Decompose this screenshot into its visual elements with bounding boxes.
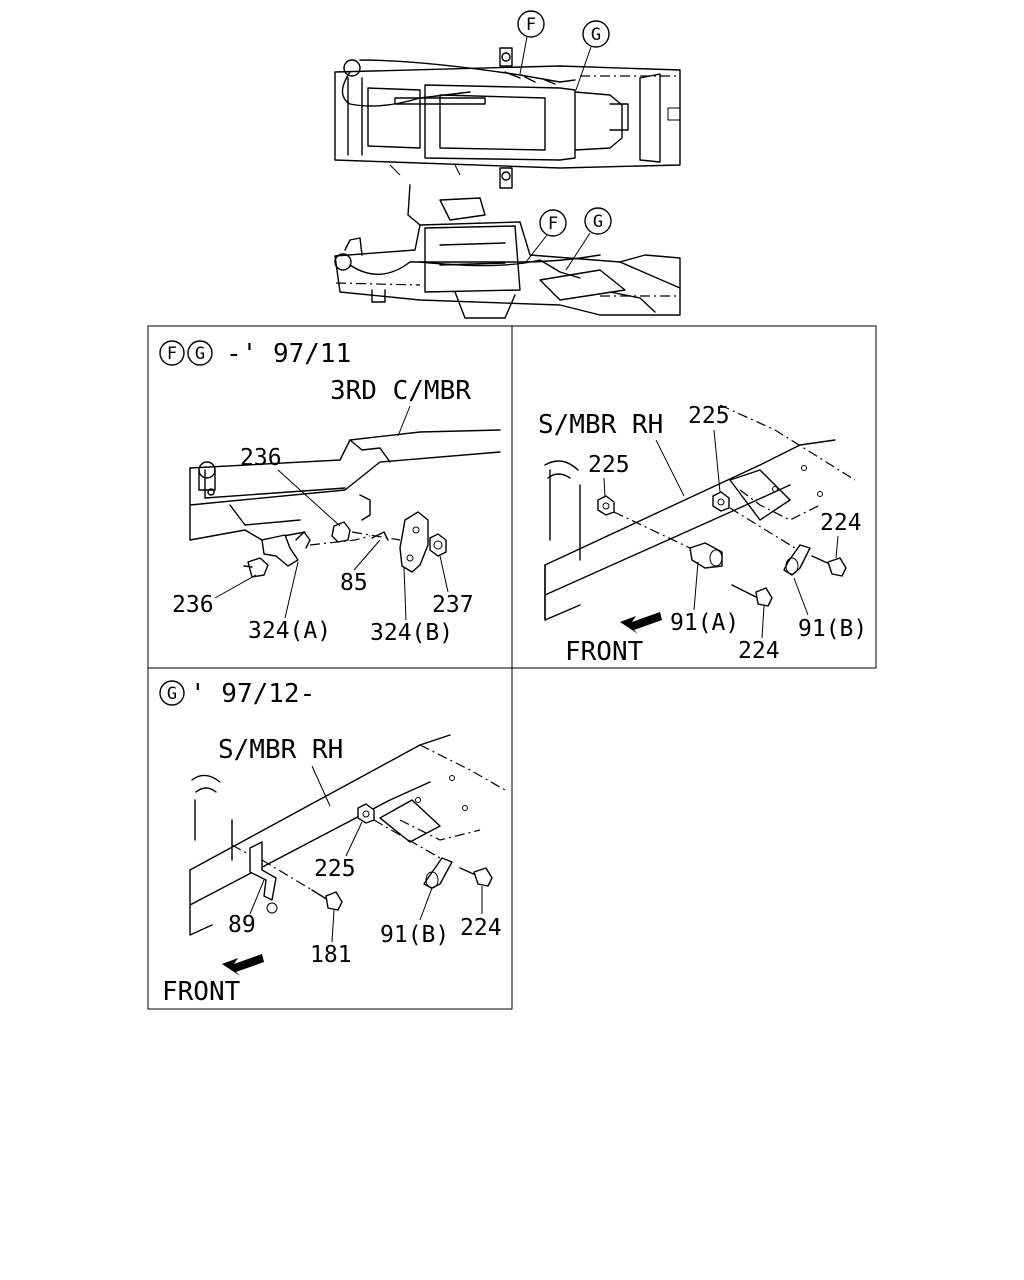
member-label: 3RD C/MBR (330, 376, 471, 406)
callout-g-side: G (565, 207, 612, 271)
part-number-224-right: 224 (820, 510, 862, 536)
part-number-91b: 91(B) (798, 616, 867, 642)
frame-top-view (334, 47, 681, 189)
callout-letter-g: G (593, 212, 603, 232)
callout-letter-f: F (526, 15, 536, 35)
callout-f-side: F (525, 209, 567, 263)
part-number-91a: 91(A) (670, 610, 739, 636)
part-number-85: 85 (340, 570, 368, 596)
part-number-236-upper: 236 (240, 445, 282, 471)
part-number-225: 225 (314, 856, 356, 882)
panel-2: S/MBR RH FRONT 22 (511, 325, 877, 669)
part-number-237: 237 (432, 592, 474, 618)
part-number-89: 89 (228, 912, 256, 938)
frame-side-view (334, 184, 681, 319)
callout-letter-f: F (548, 214, 558, 234)
panel-3: G ' 97/12- S/MBR RH FRONT (147, 667, 513, 1010)
heading-callout-g: G (167, 684, 177, 704)
callout-letter-g: G (591, 25, 601, 45)
part-number-225-left: 225 (588, 452, 630, 478)
front-label: FRONT (565, 637, 644, 667)
part-number-224: 224 (460, 915, 502, 941)
heading-callout-f: F (167, 344, 177, 364)
callout-f-top: F (517, 10, 545, 75)
panel-3-heading: ' 97/12- (190, 679, 315, 709)
part-number-224-bottom: 224 (738, 638, 780, 664)
part-number-236-lower: 236 (172, 592, 214, 618)
panel-1: F G -' 97/11 3RD C/MBR (147, 325, 513, 669)
part-number-225-right: 225 (688, 403, 730, 429)
member-label: S/MBR RH (538, 410, 663, 440)
front-label: FRONT (162, 977, 241, 1007)
heading-callout-g: G (195, 344, 205, 364)
front-arrow-icon (620, 612, 662, 634)
member-label: S/MBR RH (218, 735, 343, 765)
front-arrow-icon (222, 954, 264, 976)
panel-1-heading: -' 97/11 (226, 339, 351, 369)
part-number-91b: 91(B) (380, 922, 449, 948)
part-number-181: 181 (310, 942, 352, 968)
part-number-324a: 324(A) (248, 618, 331, 644)
part-number-324b: 324(B) (370, 620, 453, 646)
callout-g-top: G (575, 20, 610, 91)
